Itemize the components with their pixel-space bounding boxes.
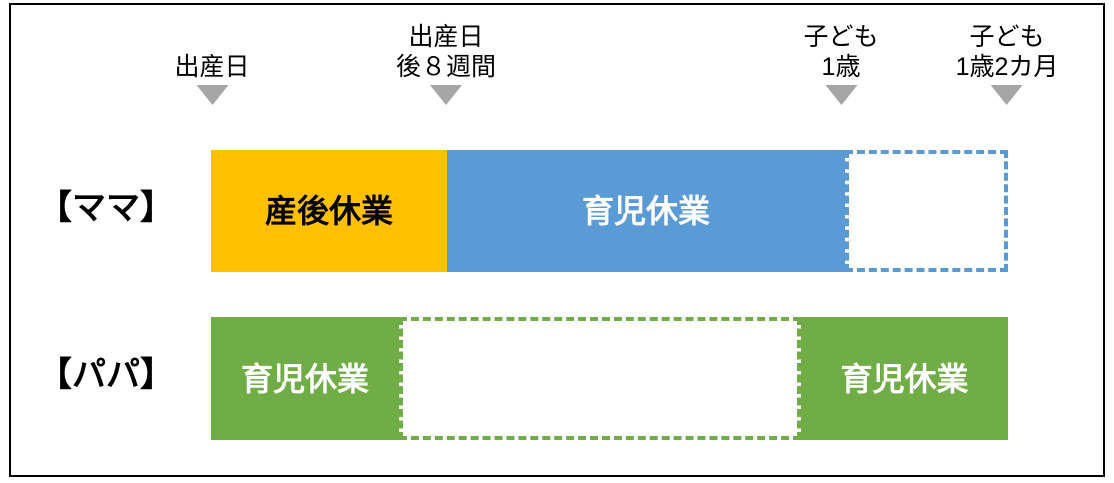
bar-segment-label: 育児休業 <box>581 193 710 229</box>
triangle-down-icon <box>429 85 462 105</box>
marker-label: 出産日 後８週間 <box>396 22 496 82</box>
marker-label-line2: 1歳2カ月 <box>955 53 1059 81</box>
timeline-marker-birth-date: 出産日 <box>174 52 250 105</box>
row-label-father: 【パパ】 <box>38 356 174 394</box>
marker-label: 子ども 1歳 <box>803 22 878 82</box>
timeline-marker-eight-weeks-after: 出産日 後８週間 <box>396 22 496 105</box>
marker-label-line1: 子ども <box>803 23 879 51</box>
bar-segment-label: 産後休業 <box>264 193 393 229</box>
marker-label-line1: 出産日 <box>408 23 484 51</box>
marker-label: 子ども 1歳2カ月 <box>956 22 1059 82</box>
marker-label-line2: 後８週間 <box>395 53 497 81</box>
triangle-down-icon <box>991 85 1023 105</box>
bar-segment-mother-childcare-leave: 育児休業 <box>447 150 845 272</box>
marker-label: 出産日 <box>174 52 249 82</box>
marker-label-line1: 子ども <box>969 23 1045 51</box>
row-label-mother: 【ママ】 <box>38 189 174 227</box>
bar-segment-father-childcare-leave-1: 育児休業 <box>211 317 399 440</box>
triangle-down-icon <box>195 85 228 105</box>
triangle-down-icon <box>824 85 857 105</box>
outer-frame <box>9 3 1105 477</box>
timeline-marker-child-age-1: 子ども 1歳 <box>803 22 879 105</box>
bar-segment-mother-extension-dashed <box>845 150 1008 272</box>
bar-segment-label: 育児休業 <box>840 360 969 397</box>
marker-label-line2: 1歳 <box>821 53 861 81</box>
marker-label-line1: 出産日 <box>174 53 250 81</box>
timeline-marker-child-age-1y2m: 子ども 1歳2カ月 <box>956 22 1059 105</box>
bar-segment-label: 育児休業 <box>240 360 369 397</box>
bar-segment-father-childcare-leave-2: 育児休業 <box>801 317 1008 440</box>
bar-segment-father-gap-dashed <box>399 317 801 440</box>
bar-segment-maternity-leave: 産後休業 <box>211 150 447 272</box>
